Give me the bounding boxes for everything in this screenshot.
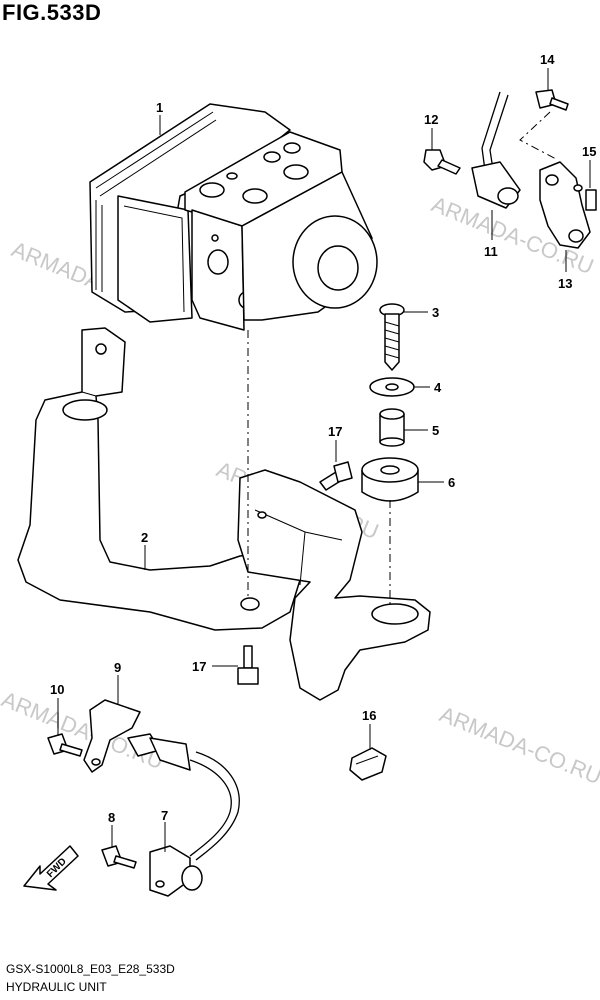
speed-sensor-harness — [127, 733, 240, 861]
figure-title: FIG.533D — [2, 0, 102, 25]
fwd-arrow-icon: FWD — [23, 845, 79, 891]
callout-5: 5 — [432, 423, 439, 438]
callout-17-upper: 17 — [328, 424, 342, 439]
support-bracket-part — [237, 469, 431, 701]
callout-12: 12 — [424, 112, 438, 127]
bolt-part — [379, 303, 405, 371]
leader-lines — [57, 68, 591, 852]
bolt-8 — [101, 845, 137, 869]
callout-8: 8 — [108, 810, 115, 825]
clip-16 — [349, 747, 387, 781]
callout-15: 15 — [582, 144, 596, 159]
washer-part — [369, 377, 415, 397]
wheel-speed-sensor-7 — [149, 845, 203, 897]
callout-11: 11 — [484, 244, 498, 259]
bolt-17-upper — [319, 461, 353, 491]
bolt-10 — [47, 733, 83, 757]
bolt-14 — [535, 89, 569, 111]
callout-10: 10 — [50, 682, 64, 697]
watermark: ARMADA-CO.RU — [436, 701, 600, 789]
callout-14: 14 — [540, 52, 555, 67]
bolt-15 — [585, 189, 597, 211]
callout-3: 3 — [432, 305, 439, 320]
sensor-bracket-13 — [539, 161, 591, 249]
callout-17-lower: 17 — [192, 659, 206, 674]
callout-7: 7 — [161, 808, 168, 823]
grommet-part — [361, 457, 419, 502]
spacer-part — [379, 408, 405, 447]
callout-6: 6 — [448, 475, 455, 490]
callout-1: 1 — [156, 100, 163, 115]
watermark: ARMADA-CO.RU — [0, 686, 167, 774]
diagram-name: HYDRAULIC UNIT — [6, 980, 107, 994]
sensor-centerline — [519, 111, 559, 161]
bolt-12 — [423, 149, 461, 175]
bolt-17-lower — [237, 645, 259, 685]
callout-4: 4 — [434, 380, 442, 395]
wheel-speed-sensor-11 — [471, 91, 521, 209]
callout-16: 16 — [362, 708, 376, 723]
abs-hydraulic-unit — [89, 103, 378, 331]
callout-13: 13 — [558, 276, 572, 291]
callout-2: 2 — [141, 530, 148, 545]
diagram-code: GSX-S1000L8_E03_E28_533D — [6, 962, 175, 976]
sensor-clamp-9 — [83, 699, 141, 773]
callout-9: 9 — [114, 660, 121, 675]
